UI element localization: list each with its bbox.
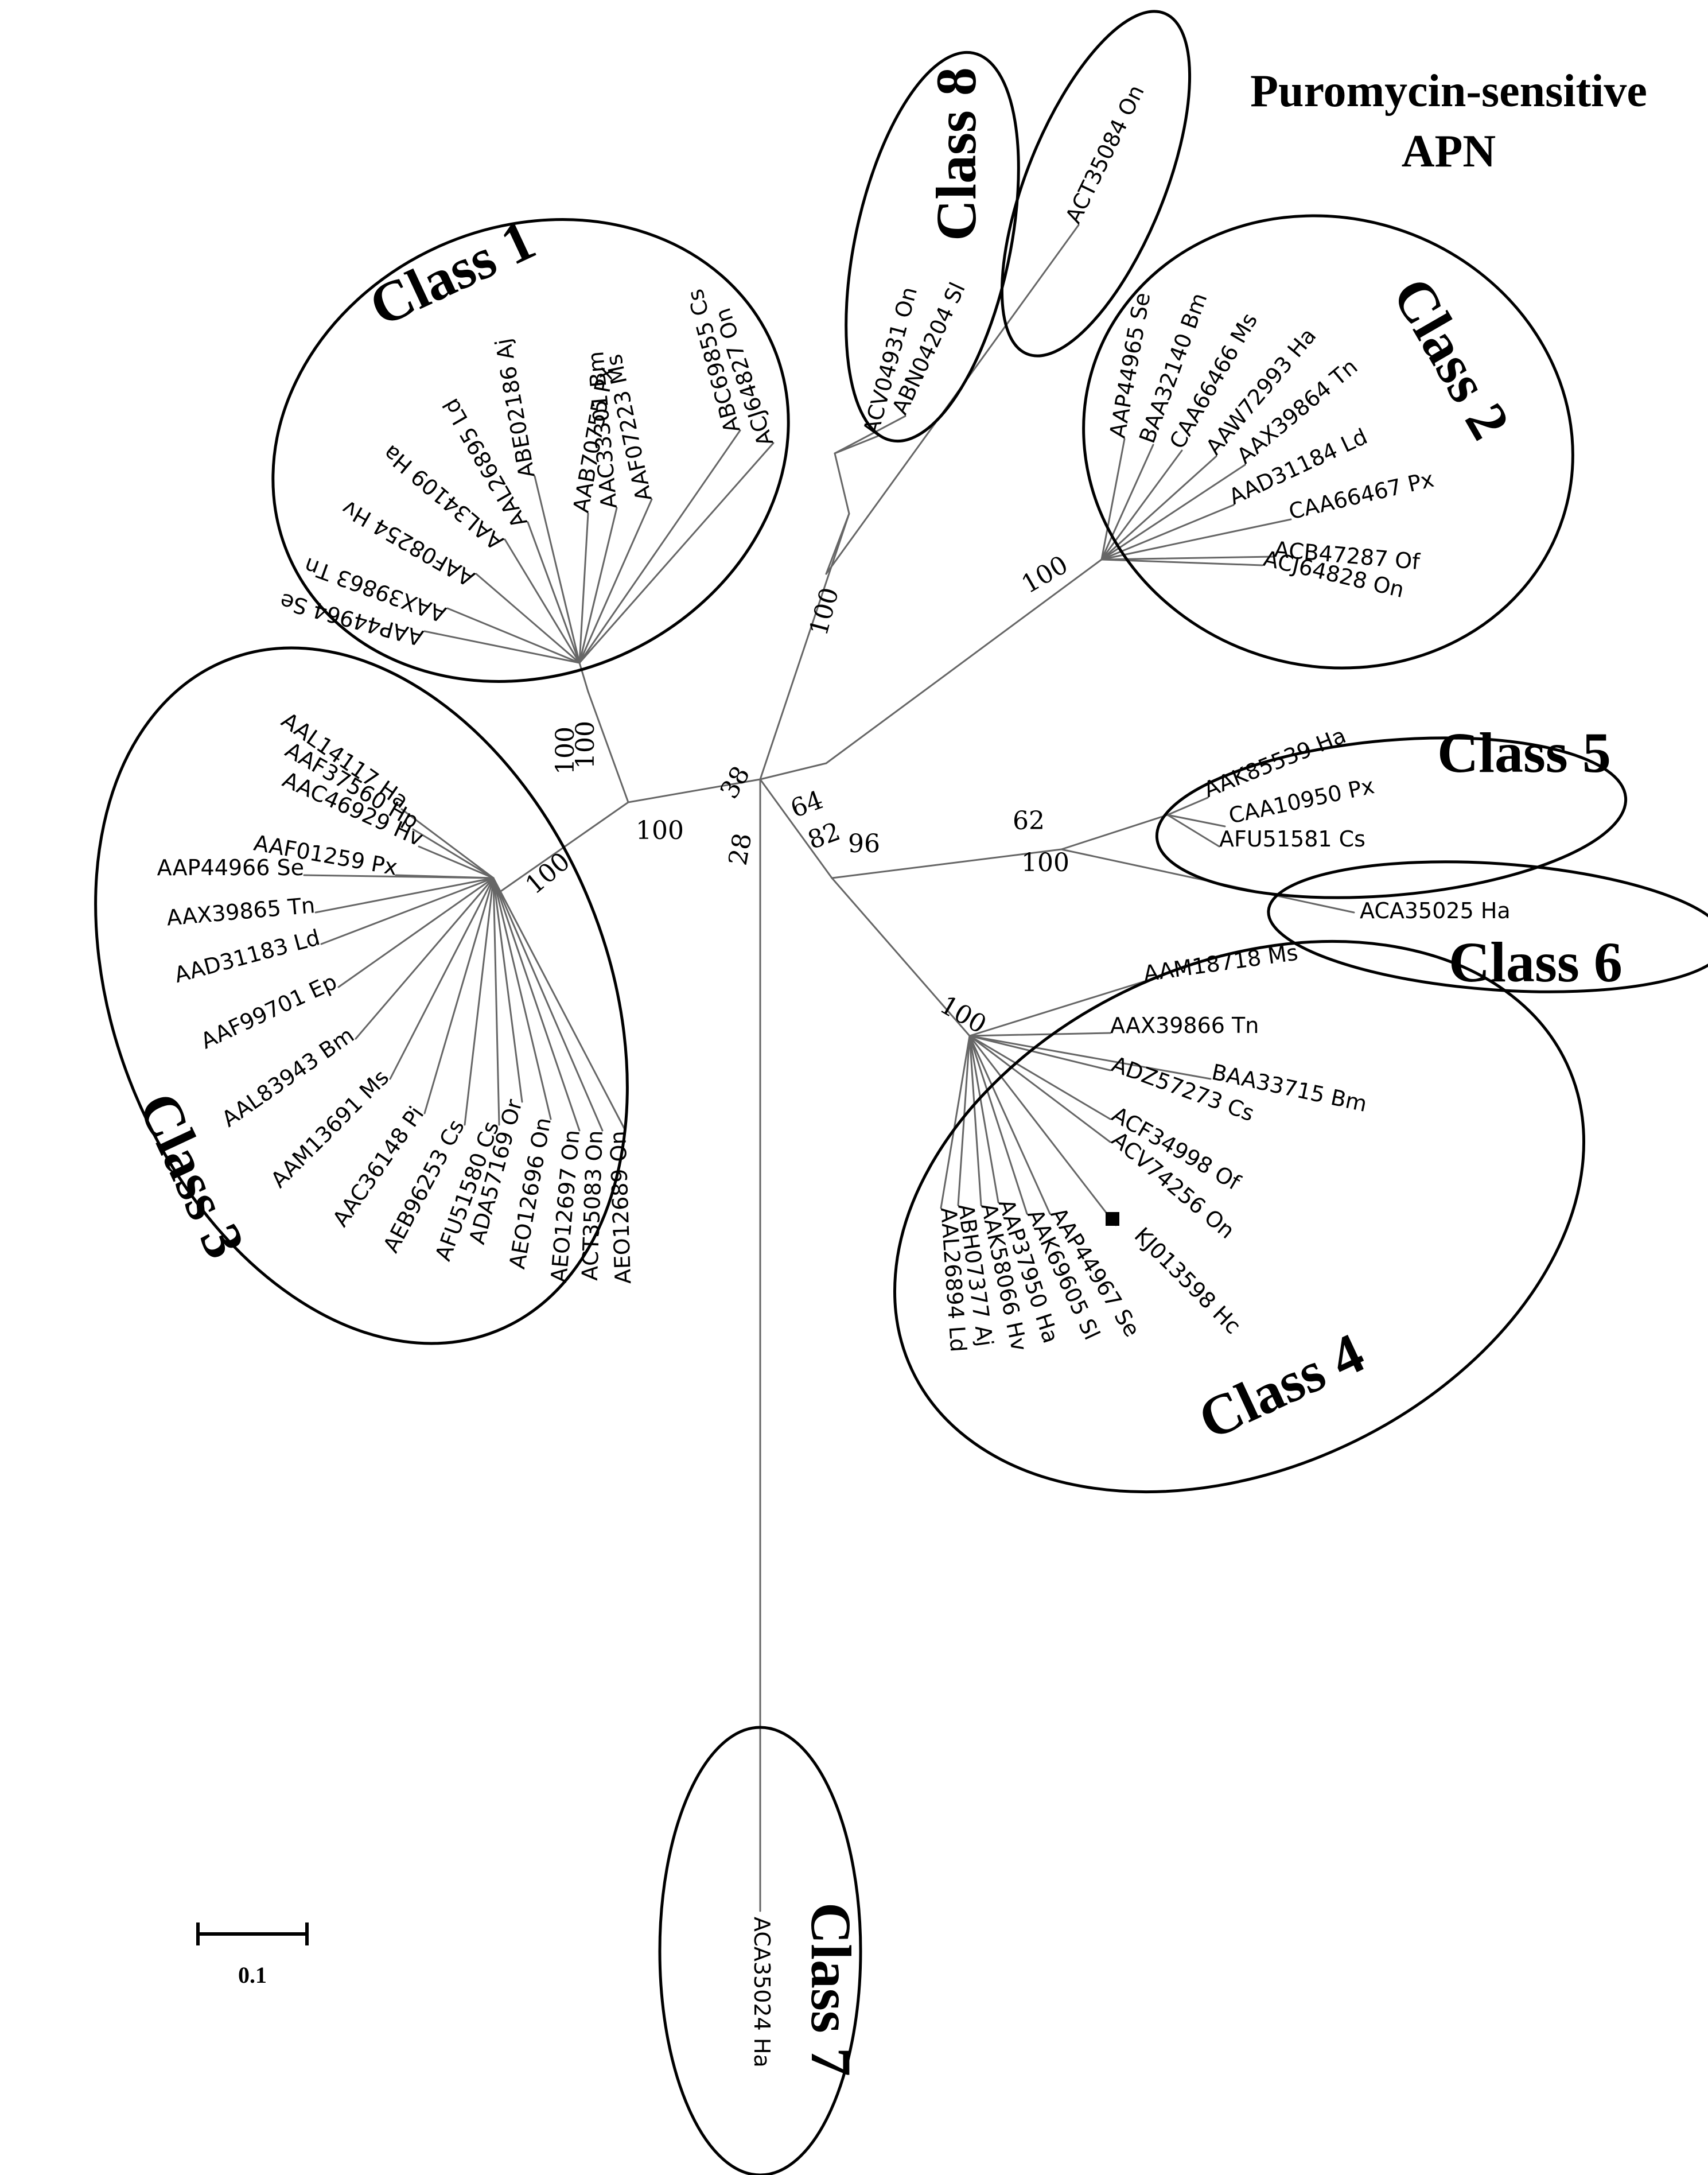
bootstrap-value: 62 [1013,806,1045,836]
leaf-label: ACT35083 On [577,1130,608,1281]
scale-bar: 0.1 [196,1922,309,1988]
class-3-ellipse [94,646,629,1345]
act35084-ellipse [1000,10,1192,358]
leaf-label: AAD31183 Ld [172,925,322,988]
leaf-label: ABE02186 Aj [491,337,540,480]
class-5-ellipse [1155,736,1628,899]
leaf-label: ACA35024 Ha [749,1917,775,2068]
bootstrap-value: 100 [571,721,600,769]
class-1-ellipse [271,218,790,683]
bootstrap-value: 100 [804,585,845,639]
bootstrap-value: 96 [848,829,880,859]
bootstrap-value: 100 [551,727,580,775]
bootstrap-value: 38 [714,762,756,804]
class-8-label: Class 8 [924,67,988,241]
leaf-label: ACA35025 Ha [1360,898,1511,923]
scale-bar-label: 0.1 [238,1962,267,1988]
class-1-label: Class 1 [360,207,544,339]
class-7-ellipse [658,1726,862,2175]
leaf-label: ACT35084 On [1061,81,1149,227]
leaf-label: AAX39865 Tn [166,892,316,930]
leaf-label: AFU51581 Cs [1219,826,1365,852]
group-label-line2: APN [1402,126,1496,177]
bootstrap-value: 82 [804,817,844,855]
leaf-label: KJ013598 Hc [1130,1222,1246,1339]
bootstrap-labels: 100 100 100 100 38 28 64 82 96 62 100 10… [520,550,1073,1039]
leaf-label: AAP44966 Se [157,855,304,880]
class-2-label: Class 2 [1380,267,1523,450]
leaf-label: AEO12689 On [605,1131,636,1284]
leaf-label: AAM18718 Ms [1142,940,1300,986]
bootstrap-value: 100 [636,816,684,845]
bootstrap-value: 28 [723,831,758,868]
class-8-ellipse [845,51,1020,443]
leaf-labels: ACJ64827 On ABC69855 Cs AAF07223 Ms AAC3… [157,81,1511,2068]
leaf-label: AAX39866 Tn [1110,1013,1259,1038]
class-4-ellipse [893,940,1585,1493]
class-6-label: Class 6 [1449,930,1623,994]
class-4-label: Class 4 [1189,1320,1373,1452]
class-2-ellipse [1082,214,1574,670]
class-6-ellipse [1267,860,1708,993]
class-7-label: Class 7 [799,1902,863,2076]
bootstrap-value: 100 [1017,550,1073,599]
class-5-label: Class 5 [1437,721,1611,784]
tree-branches [303,224,1355,1912]
group-label-line1: Puromycin-sensitive [1250,66,1647,116]
bootstrap-value: 64 [787,785,827,824]
bootstrap-value: 100 [1021,848,1069,877]
highlight-marker-icon [1106,1212,1119,1226]
